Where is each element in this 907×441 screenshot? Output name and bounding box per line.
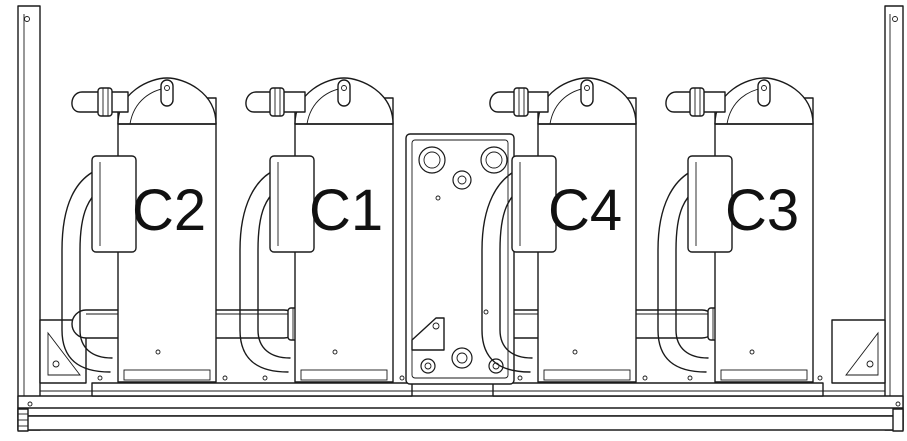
left-post xyxy=(17,5,41,431)
compressor-label-c2: C2 xyxy=(132,178,206,243)
frame xyxy=(17,5,904,432)
compressor-label-c4: C4 xyxy=(548,178,622,243)
base-plate-left xyxy=(91,382,413,397)
compressor-label-c3: C3 xyxy=(725,178,799,243)
base-rail xyxy=(17,395,904,417)
compressor-c2 xyxy=(61,77,217,383)
base-bolts xyxy=(97,375,823,381)
compressor-c1 xyxy=(239,77,394,383)
compressor-label-c1: C1 xyxy=(309,178,383,243)
base-plate-right xyxy=(492,382,824,397)
compressor-c4 xyxy=(481,77,637,383)
plate-heat-exchanger xyxy=(405,133,515,385)
right-post xyxy=(884,5,904,431)
corner-brackets xyxy=(39,319,886,384)
compressor-c3 xyxy=(657,77,814,383)
base-rail-lower xyxy=(17,415,904,431)
